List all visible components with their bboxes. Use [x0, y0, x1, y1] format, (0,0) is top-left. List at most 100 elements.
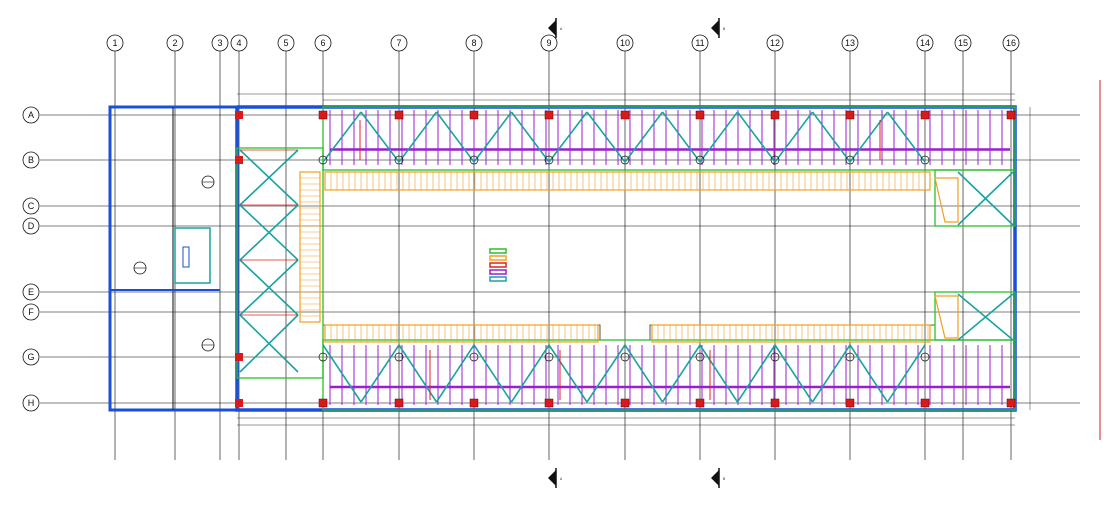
- structural-column: [845, 398, 855, 408]
- structural-column: [620, 110, 630, 120]
- column-axis-bubble: [390, 34, 408, 52]
- legend-swatch: [489, 255, 507, 261]
- column-axis-bubble: [166, 34, 184, 52]
- column-axis-label: 11: [695, 38, 704, 48]
- truss-diagonal: [774, 344, 814, 403]
- column-axis-label: 3: [217, 38, 222, 48]
- truss-diagonal: [510, 344, 550, 403]
- row-axis-label: B: [28, 155, 34, 165]
- truss-diagonal: [957, 293, 1014, 341]
- connection-node: [770, 155, 780, 165]
- column-axis-bubble: [465, 34, 483, 52]
- structural-column: [1006, 398, 1016, 408]
- truss-diagonal: [586, 111, 626, 163]
- connection-node: [318, 352, 328, 362]
- row-axis-bubble: [22, 106, 40, 124]
- row-axis-bubble: [22, 283, 40, 301]
- truss-diagonal: [886, 344, 926, 403]
- truss-diagonal: [624, 111, 664, 163]
- column-axis-label: 2: [172, 38, 177, 48]
- section-mark-arrow: [548, 20, 556, 36]
- connection-node: [620, 352, 630, 362]
- truss-diagonal: [239, 314, 299, 373]
- truss-diagonal: [957, 171, 1014, 226]
- connection-node: [920, 155, 930, 165]
- truss-diagonal: [886, 111, 926, 163]
- column-axis-bubble: [211, 34, 229, 52]
- legend: [489, 248, 507, 282]
- structural-column: [845, 110, 855, 120]
- column-axis-label: 1: [112, 38, 117, 48]
- truss-diagonal: [239, 204, 299, 261]
- row-axis-bubble: [22, 348, 40, 366]
- structural-column: [235, 111, 243, 119]
- truss-diagonal: [736, 111, 776, 163]
- structural-column: [920, 398, 930, 408]
- structural-column: [695, 398, 705, 408]
- connection-node: [920, 352, 930, 362]
- section-mark-arrow: [548, 470, 556, 486]
- connection-node: [620, 155, 630, 165]
- truss-diagonal: [849, 111, 889, 163]
- connection-node: [469, 352, 479, 362]
- section-mark-letter: B: [723, 27, 725, 31]
- structural-column: [695, 110, 705, 120]
- truss-diagonal: [360, 344, 400, 403]
- north-wing: [322, 106, 1016, 171]
- row-axis-label: H: [28, 398, 35, 408]
- south-wing: [322, 339, 1016, 411]
- structural-column: [469, 110, 479, 120]
- east-wing-upper: [934, 169, 1016, 227]
- joist-band: [324, 171, 931, 191]
- column-axis-bubble: [954, 34, 972, 52]
- truss-diagonal: [661, 344, 701, 403]
- connection-node: [318, 155, 328, 165]
- truss-diagonal: [699, 111, 739, 163]
- courtyard-edge: [322, 170, 1015, 341]
- joist-band: [299, 171, 321, 323]
- truss-diagonal: [586, 344, 626, 403]
- row-axis-label: C: [28, 201, 35, 211]
- connection-node: [544, 352, 554, 362]
- truss-diagonal: [239, 149, 299, 206]
- truss-diagonal: [322, 111, 362, 163]
- column-axis-label: 12: [770, 38, 780, 48]
- structural-column: [544, 398, 554, 408]
- truss-diagonal: [322, 344, 362, 403]
- column-axis-bubble: [540, 34, 558, 52]
- connection-node: [845, 155, 855, 165]
- structural-column: [620, 398, 630, 408]
- connection-node: [394, 155, 404, 165]
- column-axis-bubble: [1002, 34, 1020, 52]
- structural-column: [235, 353, 243, 361]
- row-axis-bubble: [22, 217, 40, 235]
- section-mark-letter: A: [560, 27, 563, 31]
- truss-diagonal: [435, 111, 475, 163]
- connection-node: [695, 155, 705, 165]
- column-axis-bubble: [314, 34, 332, 52]
- section-mark-letter: B: [723, 477, 725, 481]
- truss-diagonal: [398, 344, 438, 403]
- column-axis-label: 6: [320, 38, 325, 48]
- column-axis-label: 8: [471, 38, 476, 48]
- east-wing-lower: [934, 291, 1016, 341]
- truss-diagonal: [548, 344, 588, 403]
- structural-column: [394, 110, 404, 120]
- column-axis-bubble: [277, 34, 295, 52]
- truss-diagonal: [811, 111, 851, 163]
- row-axis-bubble: [22, 151, 40, 169]
- stair-east: [934, 295, 959, 339]
- structural-column: [394, 398, 404, 408]
- west-wing: [236, 147, 324, 379]
- truss-diagonal: [774, 111, 814, 163]
- structural-column: [318, 398, 328, 408]
- row-axis-label: A: [28, 110, 34, 120]
- column-axis-bubble: [616, 34, 634, 52]
- column-axis-label: 14: [920, 38, 930, 48]
- column-axis-bubble: [766, 34, 784, 52]
- stair-east: [934, 177, 959, 223]
- stair-opening: [174, 227, 211, 284]
- connection-node: [695, 352, 705, 362]
